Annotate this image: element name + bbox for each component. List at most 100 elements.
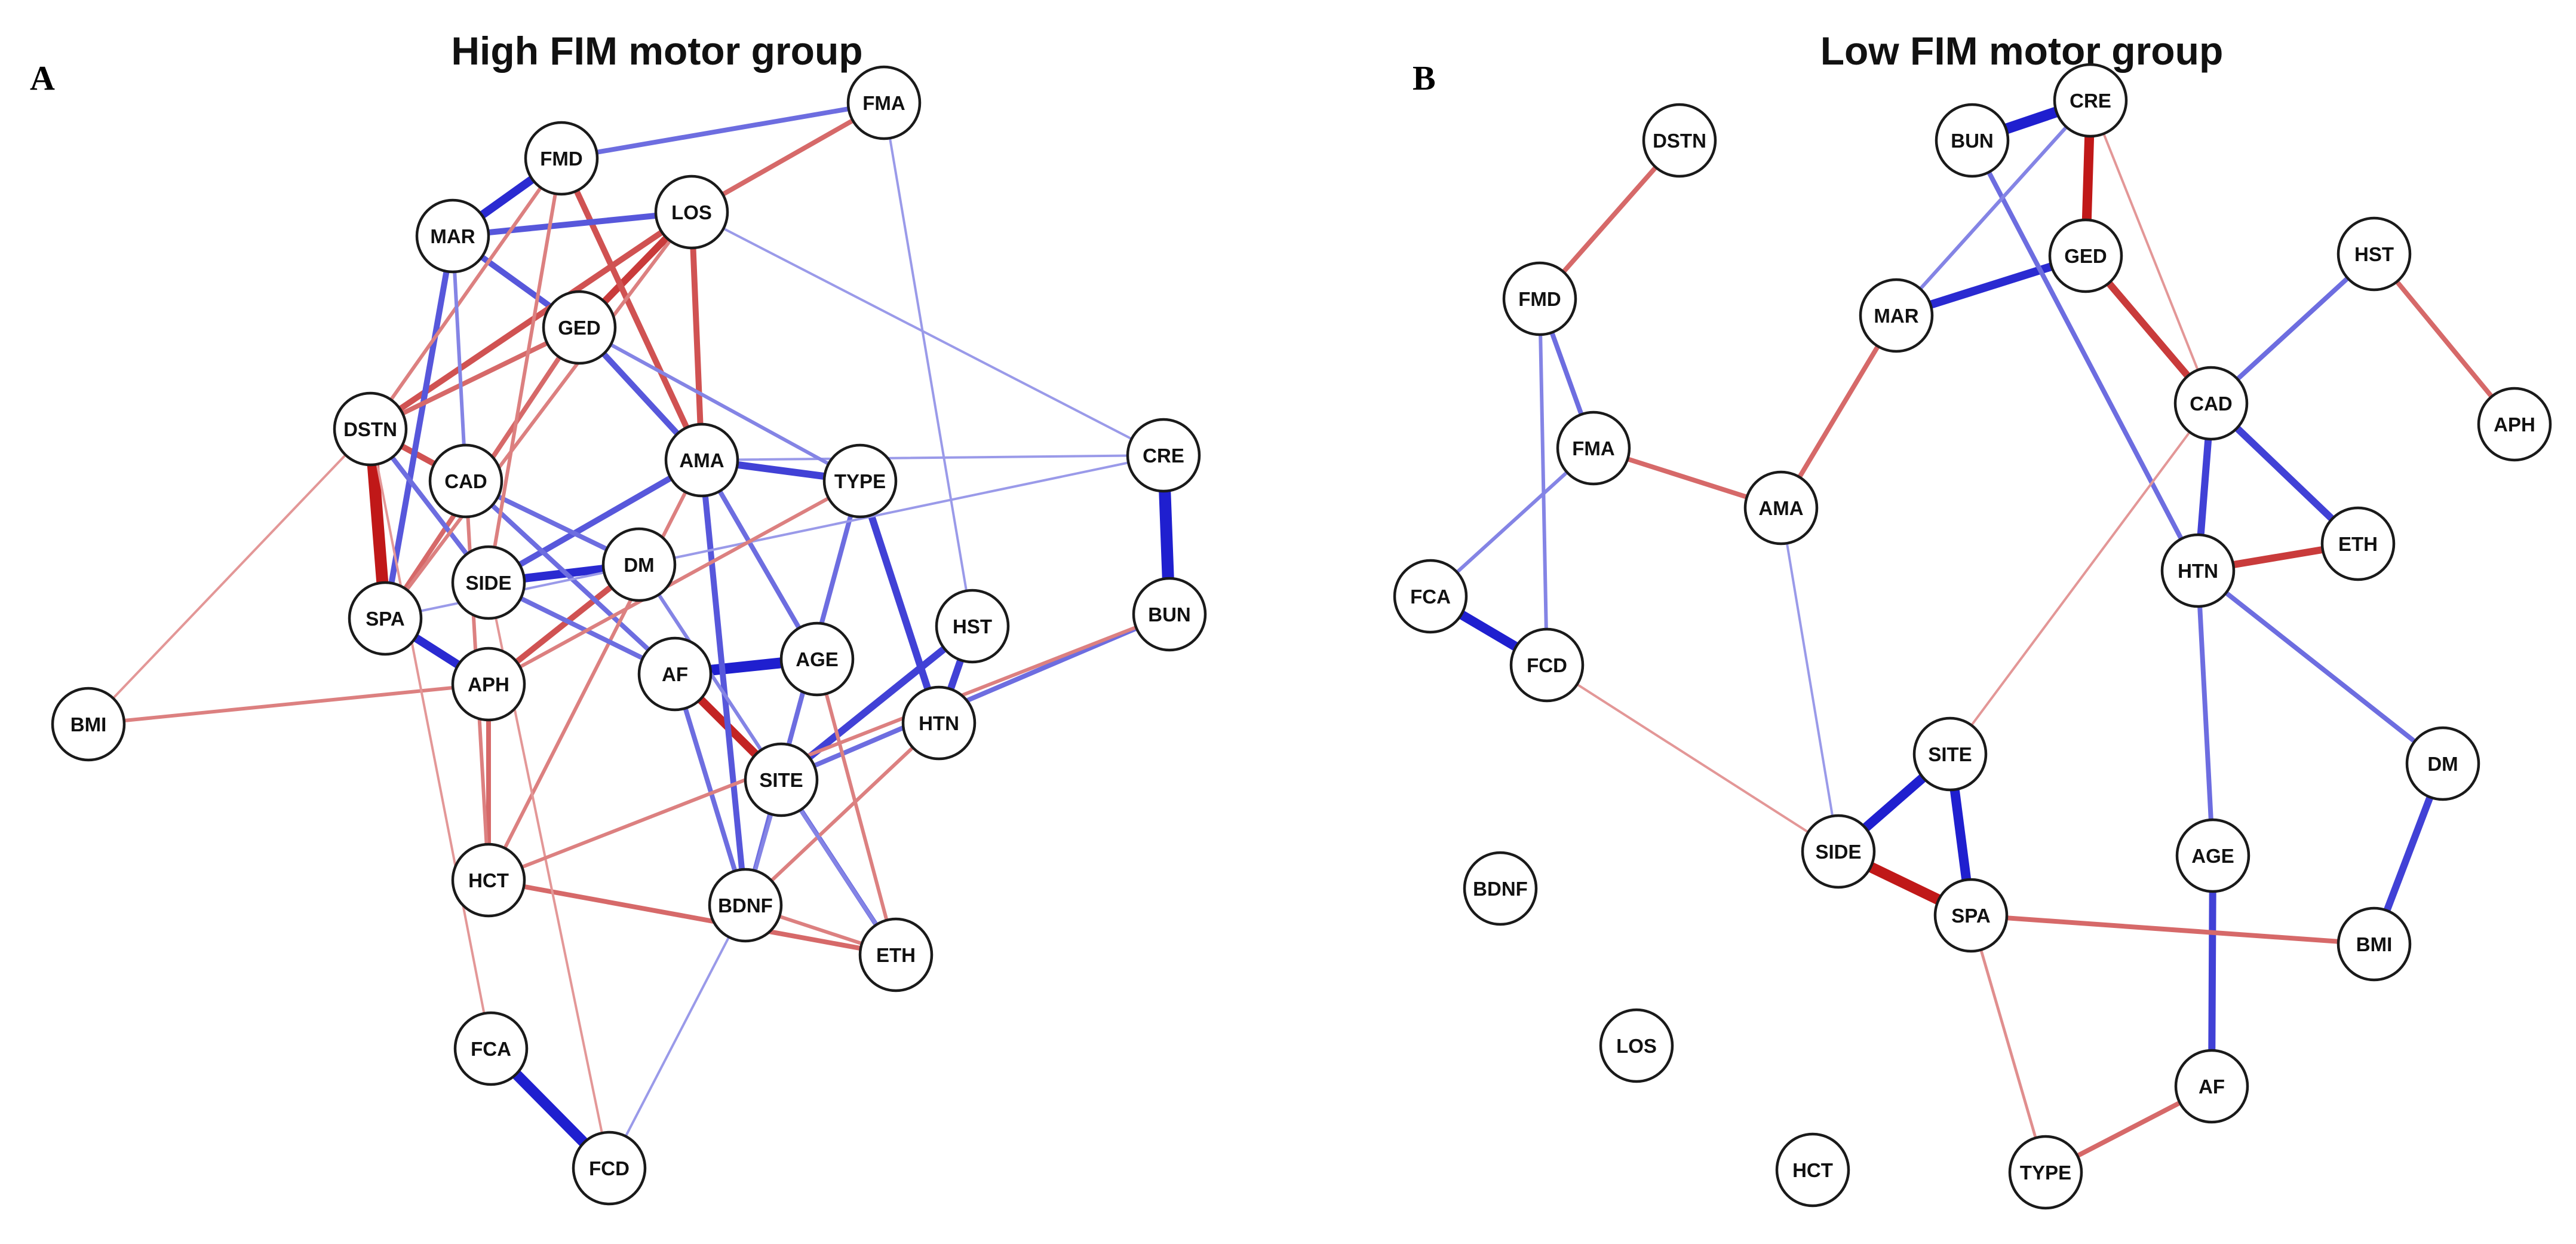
node-label: AF (2199, 1076, 2225, 1098)
panel-b-node-ged: GED (2048, 218, 2123, 293)
panel-a-edge-type-htn (856, 477, 942, 727)
node-label: BUN (1951, 130, 1994, 152)
node-circle (1859, 278, 1934, 353)
panel-b-edge-age-af (2208, 852, 2216, 1090)
node-circle (858, 917, 934, 992)
panel-b-node-type: TYPE (2008, 1135, 2083, 1210)
panel-a-edge-los-ama (689, 209, 705, 463)
node-circle (1599, 1008, 1674, 1083)
node-circle (779, 621, 855, 697)
node-circle (1801, 814, 1876, 889)
node-circle (428, 443, 503, 519)
node-circle (2160, 533, 2236, 608)
node-label: CAD (2190, 393, 2233, 415)
panel-b-edge-htn-age (2196, 568, 2215, 858)
panel-a-node-htn: HTN (901, 685, 977, 761)
panel-b-edge-htn-dm (2196, 568, 2445, 766)
panel-a-edge-site-bun (779, 612, 1172, 782)
panel-a-edge-age-eth (815, 657, 898, 957)
node-circle (901, 685, 977, 761)
node-circle (1509, 627, 1585, 703)
panel-a-edge-type-aph (487, 479, 862, 686)
node-circle (2048, 218, 2123, 293)
panel-b-node-ama: AMA (1743, 470, 1819, 546)
node-label: FMD (1518, 288, 1561, 310)
panel-a-node-site: SITE (744, 742, 819, 817)
panel-a-node-hst: HST (935, 589, 1010, 664)
node-label: ETH (876, 944, 916, 966)
node-label: AF (662, 663, 688, 685)
node-label: HCT (468, 869, 509, 891)
node-circle (2405, 726, 2480, 801)
node-label: SITE (759, 769, 803, 791)
panel-b-node-hct: HCT (1775, 1132, 1850, 1208)
panel-b-node-cre: CRE (2053, 63, 2128, 138)
node-circle (2477, 387, 2552, 462)
node-label: FCD (1527, 654, 1567, 676)
panel-a-edge-side-ama (486, 457, 705, 586)
node-label: CRE (2070, 90, 2111, 112)
node-circle (637, 636, 713, 712)
panel-a-edge-ama-cre (701, 454, 1165, 461)
node-label: AGE (2191, 845, 2234, 867)
panel-b-node-aph: APH (2477, 387, 2552, 462)
panel-b-node-cad: CAD (2173, 366, 2249, 441)
panel-a-edge-fmd-side (487, 157, 563, 584)
node-circle (451, 646, 526, 722)
panel-a-node-ged: GED (542, 290, 617, 365)
node-circle (1912, 716, 1988, 792)
node-circle (524, 121, 599, 196)
panel-a-edge-bun-hct (487, 612, 1171, 882)
node-circle (935, 589, 1010, 664)
panel-a-node-aph: APH (451, 646, 526, 722)
panel-a-edge-fca-dstn (369, 428, 492, 1050)
panel-a-node-af: AF (637, 636, 713, 712)
node-label: HCT (1792, 1159, 1833, 1181)
node-label: BMI (2356, 933, 2393, 955)
node-label: HTN (2178, 560, 2218, 582)
node-circle (664, 422, 739, 498)
panel-a-node-fma: FMA (846, 65, 922, 140)
node-circle (572, 1130, 647, 1206)
node-label: SPA (1951, 905, 1990, 927)
node-circle (1743, 470, 1819, 546)
node-label: ETH (2338, 533, 2378, 555)
panel-b-node-side: SIDE (1801, 814, 1876, 889)
node-label: FCD (589, 1157, 630, 1179)
panel-b-node-eth: ETH (2320, 506, 2396, 581)
node-circle (2173, 366, 2249, 441)
panel-b-edge-site-cad (1949, 402, 2212, 755)
panel-b-node-fma: FMA (1556, 410, 1631, 486)
panel-a-node-side: SIDE (451, 545, 526, 620)
node-label: HST (953, 615, 992, 638)
panel-a-node-age: AGE (779, 621, 855, 697)
node-circle (1935, 103, 2010, 178)
node-circle (1132, 577, 1207, 652)
panel-a-node-cad: CAD (428, 443, 503, 519)
node-label: TYPE (834, 470, 886, 492)
node-label: LOS (671, 201, 712, 223)
node-label: BDNF (1473, 878, 1528, 900)
panel-b-node-age: AGE (2175, 818, 2250, 893)
panel-a-edge-fmd-fma (559, 100, 886, 161)
node-circle (1126, 418, 1201, 493)
panel-b-node-bdnf: BDNF (1463, 851, 1538, 926)
panel-b-node-los: LOS (1599, 1008, 1674, 1083)
node-circle (846, 65, 922, 140)
panel-a-edge-af-bdnf (673, 672, 748, 908)
node-circle (1463, 851, 1538, 926)
node-circle (654, 174, 729, 250)
panel-a-node-cre: CRE (1126, 418, 1201, 493)
node-label: HTN (919, 712, 959, 734)
panel-a-node-fcd: FCD (572, 1130, 647, 1206)
panel-b-edge-ama-side (1780, 507, 1840, 853)
panel-b-node-bun: BUN (1935, 103, 2010, 178)
node-label: TYPE (2020, 1162, 2071, 1184)
panel-a-node-bdnf: BDNF (708, 868, 783, 943)
panel-b-edge-spa-bmi (1969, 913, 2377, 946)
node-circle (1502, 261, 1577, 336)
node-circle (1933, 878, 2009, 953)
node-circle (708, 868, 783, 943)
panel-a-nodes: FMAFMDLOSMARGEDDSTNCADAMATYPECRESIDEDMSP… (51, 65, 1207, 1206)
